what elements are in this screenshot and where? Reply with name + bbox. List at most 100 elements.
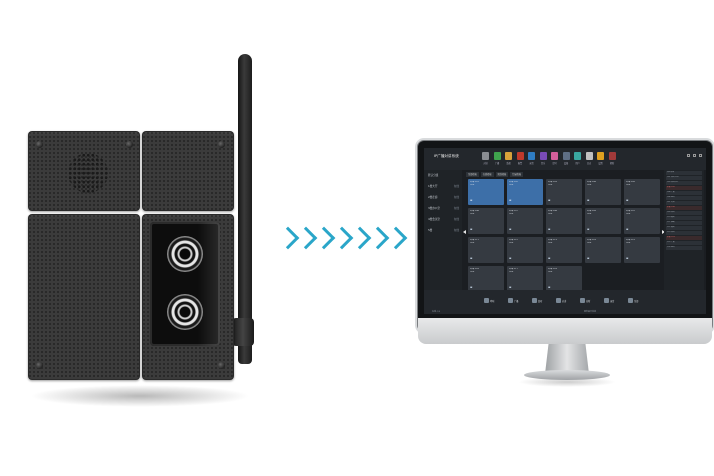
schedule-icon[interactable]: [551, 152, 558, 160]
sidebar-item[interactable]: 4楼会议室在线: [424, 214, 462, 225]
call-icon[interactable]: ☎: [587, 257, 590, 260]
control-button[interactable]: 全部: [628, 296, 648, 305]
call-log-row[interactable]: 113 呼叫: [666, 231, 702, 235]
settings-icon[interactable]: [597, 152, 604, 160]
call-log-row[interactable]: 呼叫记录: [666, 171, 702, 175]
call-icon[interactable]: ☎: [587, 199, 590, 202]
toolbar-item[interactable]: 音乐: [539, 152, 547, 165]
call-log-row[interactable]: 报警 105: [666, 186, 702, 190]
call-log-row[interactable]: 109 呼叫: [666, 211, 702, 215]
toolbar-item[interactable]: 录音: [528, 152, 535, 165]
toolbar-item[interactable]: 帮助: [608, 152, 616, 165]
call-icon[interactable]: ☎: [548, 257, 551, 260]
call-log-row[interactable]: 报警 108: [666, 206, 702, 210]
call-icon[interactable]: ☎: [470, 257, 473, 260]
close-icon[interactable]: [699, 154, 702, 157]
call-icon[interactable]: ☎: [470, 199, 473, 202]
sidebar-item[interactable]: 3楼办公室在线: [424, 203, 462, 214]
terminal-tab[interactable]: 离线终端: [495, 172, 509, 177]
page-next-icon[interactable]: [662, 230, 665, 234]
toolbar-item[interactable]: 广播: [493, 152, 501, 165]
call-log-row[interactable]: 104 广播: [666, 191, 702, 195]
call-icon[interactable]: ☎: [548, 228, 551, 231]
alarm-icon[interactable]: [516, 152, 524, 160]
call-log-row[interactable]: 112 通话: [666, 226, 702, 230]
terminal-tab[interactable]: 忙碌终端: [510, 172, 523, 177]
toolbar-item-label: 监视: [506, 162, 511, 165]
call-icon[interactable]: ☎: [470, 286, 473, 289]
device-icon[interactable]: [562, 152, 570, 160]
broadcast-icon[interactable]: [493, 152, 501, 160]
toolbar-item[interactable]: 对讲: [482, 152, 489, 165]
help-icon[interactable]: [608, 152, 616, 160]
call-icon[interactable]: ☎: [509, 286, 512, 289]
page-prev-icon[interactable]: [463, 230, 466, 234]
toolbar-item[interactable]: 设备: [562, 152, 570, 165]
call-icon[interactable]: ☎: [626, 199, 629, 202]
call-icon[interactable]: ☎: [587, 228, 590, 231]
call-log-row[interactable]: 101 呼叫 102: [666, 176, 702, 180]
sidebar-item[interactable]: 2楼走廊在线: [424, 192, 462, 203]
call-log-row[interactable]: 报警 114: [666, 235, 702, 240]
call-log-row[interactable]: 116 监听: [666, 245, 702, 250]
control-button-icon: [580, 298, 585, 303]
call-icon[interactable]: ☎: [509, 257, 512, 260]
sidebar-item[interactable]: 5楼在线: [424, 225, 462, 236]
control-button[interactable]: 呼叫: [484, 296, 504, 305]
control-button[interactable]: 录音: [604, 296, 624, 305]
call-log-row[interactable]: 103 呼叫中心: [666, 181, 702, 185]
call-log-row[interactable]: 107 对讲: [666, 201, 702, 205]
call-log-row[interactable]: 111 挂断: [666, 221, 702, 225]
toolbar-item[interactable]: 日志: [585, 152, 593, 165]
toolbar-item[interactable]: 报警: [516, 152, 524, 165]
terminal-tab[interactable]: 全部终端: [466, 172, 479, 177]
call-icon[interactable]: ☎: [470, 228, 473, 231]
toolbar-item[interactable]: 用户: [574, 152, 581, 165]
minimize-icon[interactable]: [687, 154, 690, 157]
call-icon[interactable]: ☎: [626, 257, 629, 260]
control-button[interactable]: 广播: [508, 296, 528, 305]
user-icon[interactable]: [574, 152, 581, 160]
control-button[interactable]: 挂断: [580, 296, 600, 305]
call-log-row[interactable]: 106 监听: [666, 196, 702, 200]
control-button[interactable]: 对讲: [556, 296, 576, 305]
call-icon[interactable]: ☎: [548, 286, 551, 289]
toolbar-item[interactable]: 监视: [505, 152, 512, 165]
call-log-row[interactable]: 110 通话: [666, 216, 702, 220]
toolbar-item[interactable]: 定时: [551, 152, 558, 165]
control-button[interactable]: 监听: [532, 296, 552, 305]
music-icon[interactable]: [539, 152, 547, 160]
sidebar-item[interactable]: 默认分组: [424, 170, 462, 181]
intercom-icon[interactable]: [482, 152, 489, 160]
call-log-row[interactable]: 115 广播: [666, 240, 702, 245]
call-icon[interactable]: ☎: [548, 199, 551, 202]
monitor-icon[interactable]: [505, 152, 512, 160]
call-icon[interactable]: ☎: [509, 199, 512, 202]
sidebar-item[interactable]: 1楼大厅在线: [424, 181, 462, 192]
call-icon[interactable]: ☎: [626, 228, 629, 231]
toolbar-item[interactable]: 设置: [597, 152, 604, 165]
terminal-tab[interactable]: 在线终端: [480, 172, 494, 177]
record-icon[interactable]: [528, 152, 535, 160]
log-icon[interactable]: [585, 152, 593, 160]
maximize-icon[interactable]: [693, 154, 696, 157]
call-icon[interactable]: ☎: [509, 228, 512, 231]
